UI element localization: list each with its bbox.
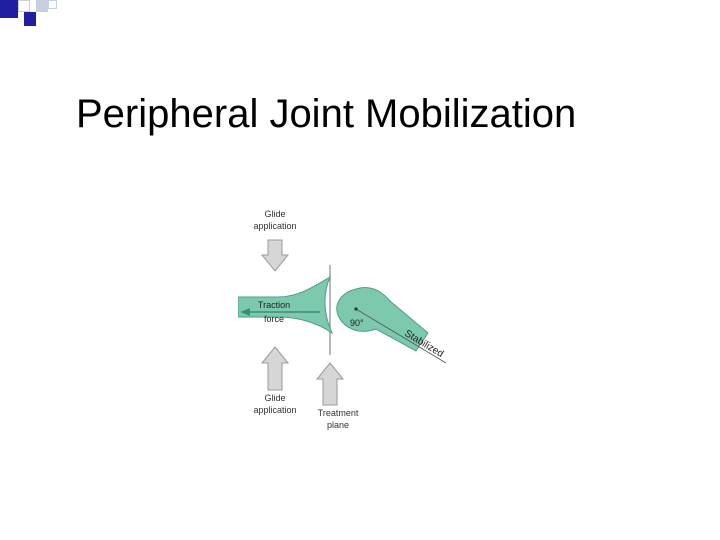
treatment-label-2: plane xyxy=(327,420,349,430)
convex-bone-shape xyxy=(336,287,429,352)
traction-label-2: force xyxy=(264,314,284,324)
decor-square xyxy=(24,12,36,26)
glide-bottom-label-1: Glide xyxy=(264,393,285,403)
treatment-label-1: Treatment xyxy=(318,408,359,418)
glide-arrow-up xyxy=(260,346,290,391)
glide-arrow-down xyxy=(260,239,290,272)
traction-label-1: Traction xyxy=(258,300,290,310)
axis-point xyxy=(354,307,358,311)
angle-label: 90° xyxy=(350,318,364,328)
glide-top-label-1: Glide xyxy=(264,209,285,219)
concave-bone-shape xyxy=(237,275,334,335)
slide-title: Peripheral Joint Mobilization xyxy=(76,92,577,136)
decor-square xyxy=(57,0,720,9)
decor-square xyxy=(18,0,30,12)
decor-square xyxy=(36,0,48,12)
diagram-svg: Glide application Traction force 90° Sta… xyxy=(237,209,447,430)
glide-bottom-label-2: application xyxy=(253,405,296,415)
joint-mobilization-diagram: Glide application Traction force 90° Sta… xyxy=(237,205,450,430)
decorative-squares xyxy=(0,0,720,30)
bone-axis-line xyxy=(355,308,447,364)
traction-arrow-head xyxy=(240,308,250,316)
glide-top-label-2: application xyxy=(253,221,296,231)
accent-square xyxy=(0,0,18,18)
decor-square xyxy=(48,0,57,9)
treatment-arrow-up xyxy=(315,362,345,406)
